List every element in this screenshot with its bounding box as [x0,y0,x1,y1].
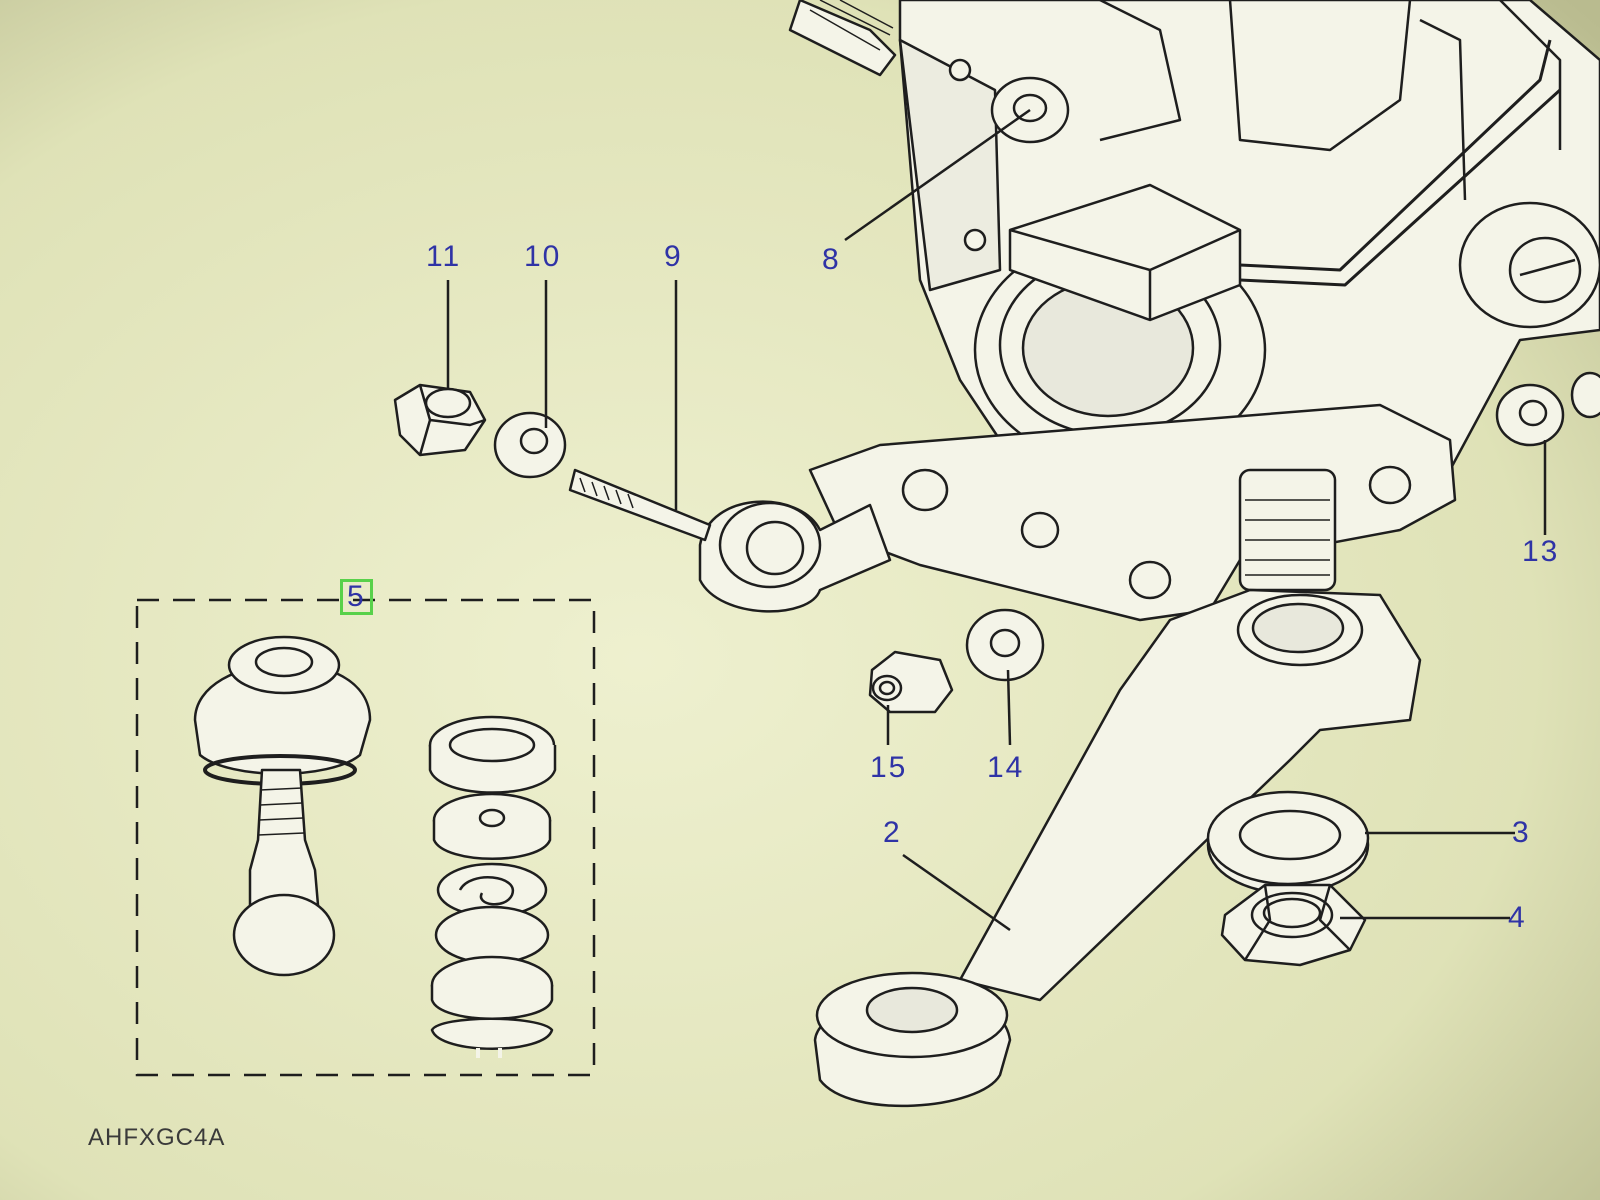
nut-15 [868,650,954,714]
washer-14 [965,608,1045,682]
leader-lines [446,108,1547,932]
part-label-3[interactable]: 3 [1512,816,1531,849]
part-label-4[interactable]: 4 [1508,901,1527,934]
spline-shaft [1238,468,1337,592]
part-label-11[interactable]: 11 [426,240,462,273]
part-label-10[interactable]: 10 [524,240,562,273]
part-label-13[interactable]: 13 [1522,535,1560,568]
part-label-5[interactable]: 5 [340,579,373,615]
nut-11 [393,383,487,457]
drawing-code: AHFXGC4A [88,1124,226,1151]
part-label-14[interactable]: 14 [987,751,1025,784]
ball-joint-9 [568,468,892,613]
part-label-15[interactable]: 15 [870,751,908,784]
ball-pin [193,635,372,977]
drop-arm [813,588,1422,1108]
spring-and-seats [428,715,557,1058]
washer-10 [493,411,567,479]
steering-box-housing [788,0,1600,522]
kit-5-dashed-box [135,598,596,1077]
washer-3 [1206,790,1370,895]
part-label-8[interactable]: 8 [822,243,841,276]
part-label-2[interactable]: 2 [883,816,902,849]
part-label-9[interactable]: 9 [664,240,683,273]
nut-4 [1220,883,1367,967]
washer-13 [1495,371,1600,447]
